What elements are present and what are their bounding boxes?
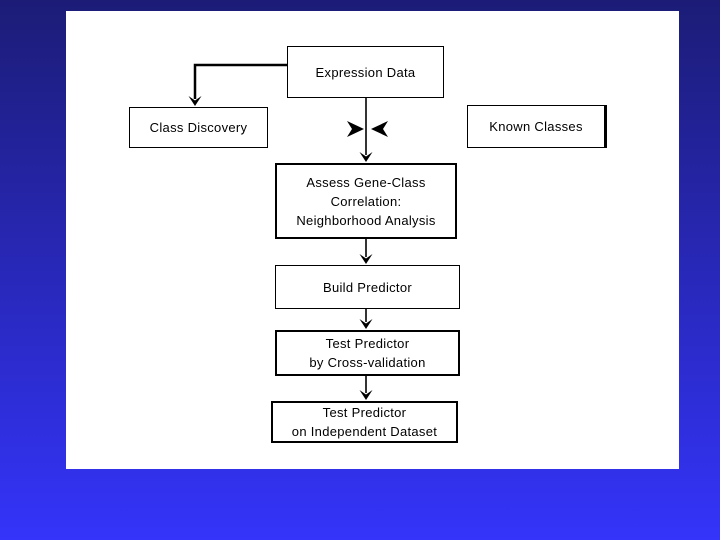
node-expression-data: Expression Data [287, 46, 444, 98]
node-label: Class Discovery [149, 120, 248, 135]
flow-connectors [188, 63, 388, 400]
arrow-build-to-testcv [359, 309, 373, 329]
node-class-discovery: Class Discovery [129, 107, 268, 148]
arrowhead-icon [359, 390, 373, 400]
node-known-classes: Known Classes [467, 105, 607, 148]
node-assess-correlation: Assess Gene-Class Correlation: Neighborh… [275, 163, 457, 239]
node-label: Test Predictor by Cross-validation [309, 336, 426, 370]
node-label: Expression Data [315, 64, 416, 80]
arrowhead-icon [359, 319, 373, 329]
arrow-expression-to-class-discovery [188, 63, 287, 106]
node-label: Assess Gene-Class Correlation: Neighborh… [296, 174, 436, 228]
node-build-predictor: Build Predictor [275, 265, 460, 309]
arrow-assess-to-build [359, 239, 373, 264]
arrowhead-icon [359, 152, 373, 162]
arrowhead-icon [359, 254, 373, 264]
node-label: Build Predictor [322, 279, 413, 295]
node-test-cross-validation: Test Predictor by Cross-validation [275, 330, 460, 376]
arrowhead-icon [188, 96, 202, 106]
node-test-independent: Test Predictor on Independent Dataset [271, 401, 458, 443]
slide-canvas: Expression Data Class Discovery Known Cl… [66, 11, 679, 469]
node-label: Test Predictor on Independent Dataset [291, 405, 438, 439]
node-label: Known Classes [489, 119, 583, 134]
arrow-testcv-to-independent [359, 376, 373, 400]
arrow-expression-to-assess [359, 98, 373, 162]
merge-arrows-icon [347, 121, 388, 137]
